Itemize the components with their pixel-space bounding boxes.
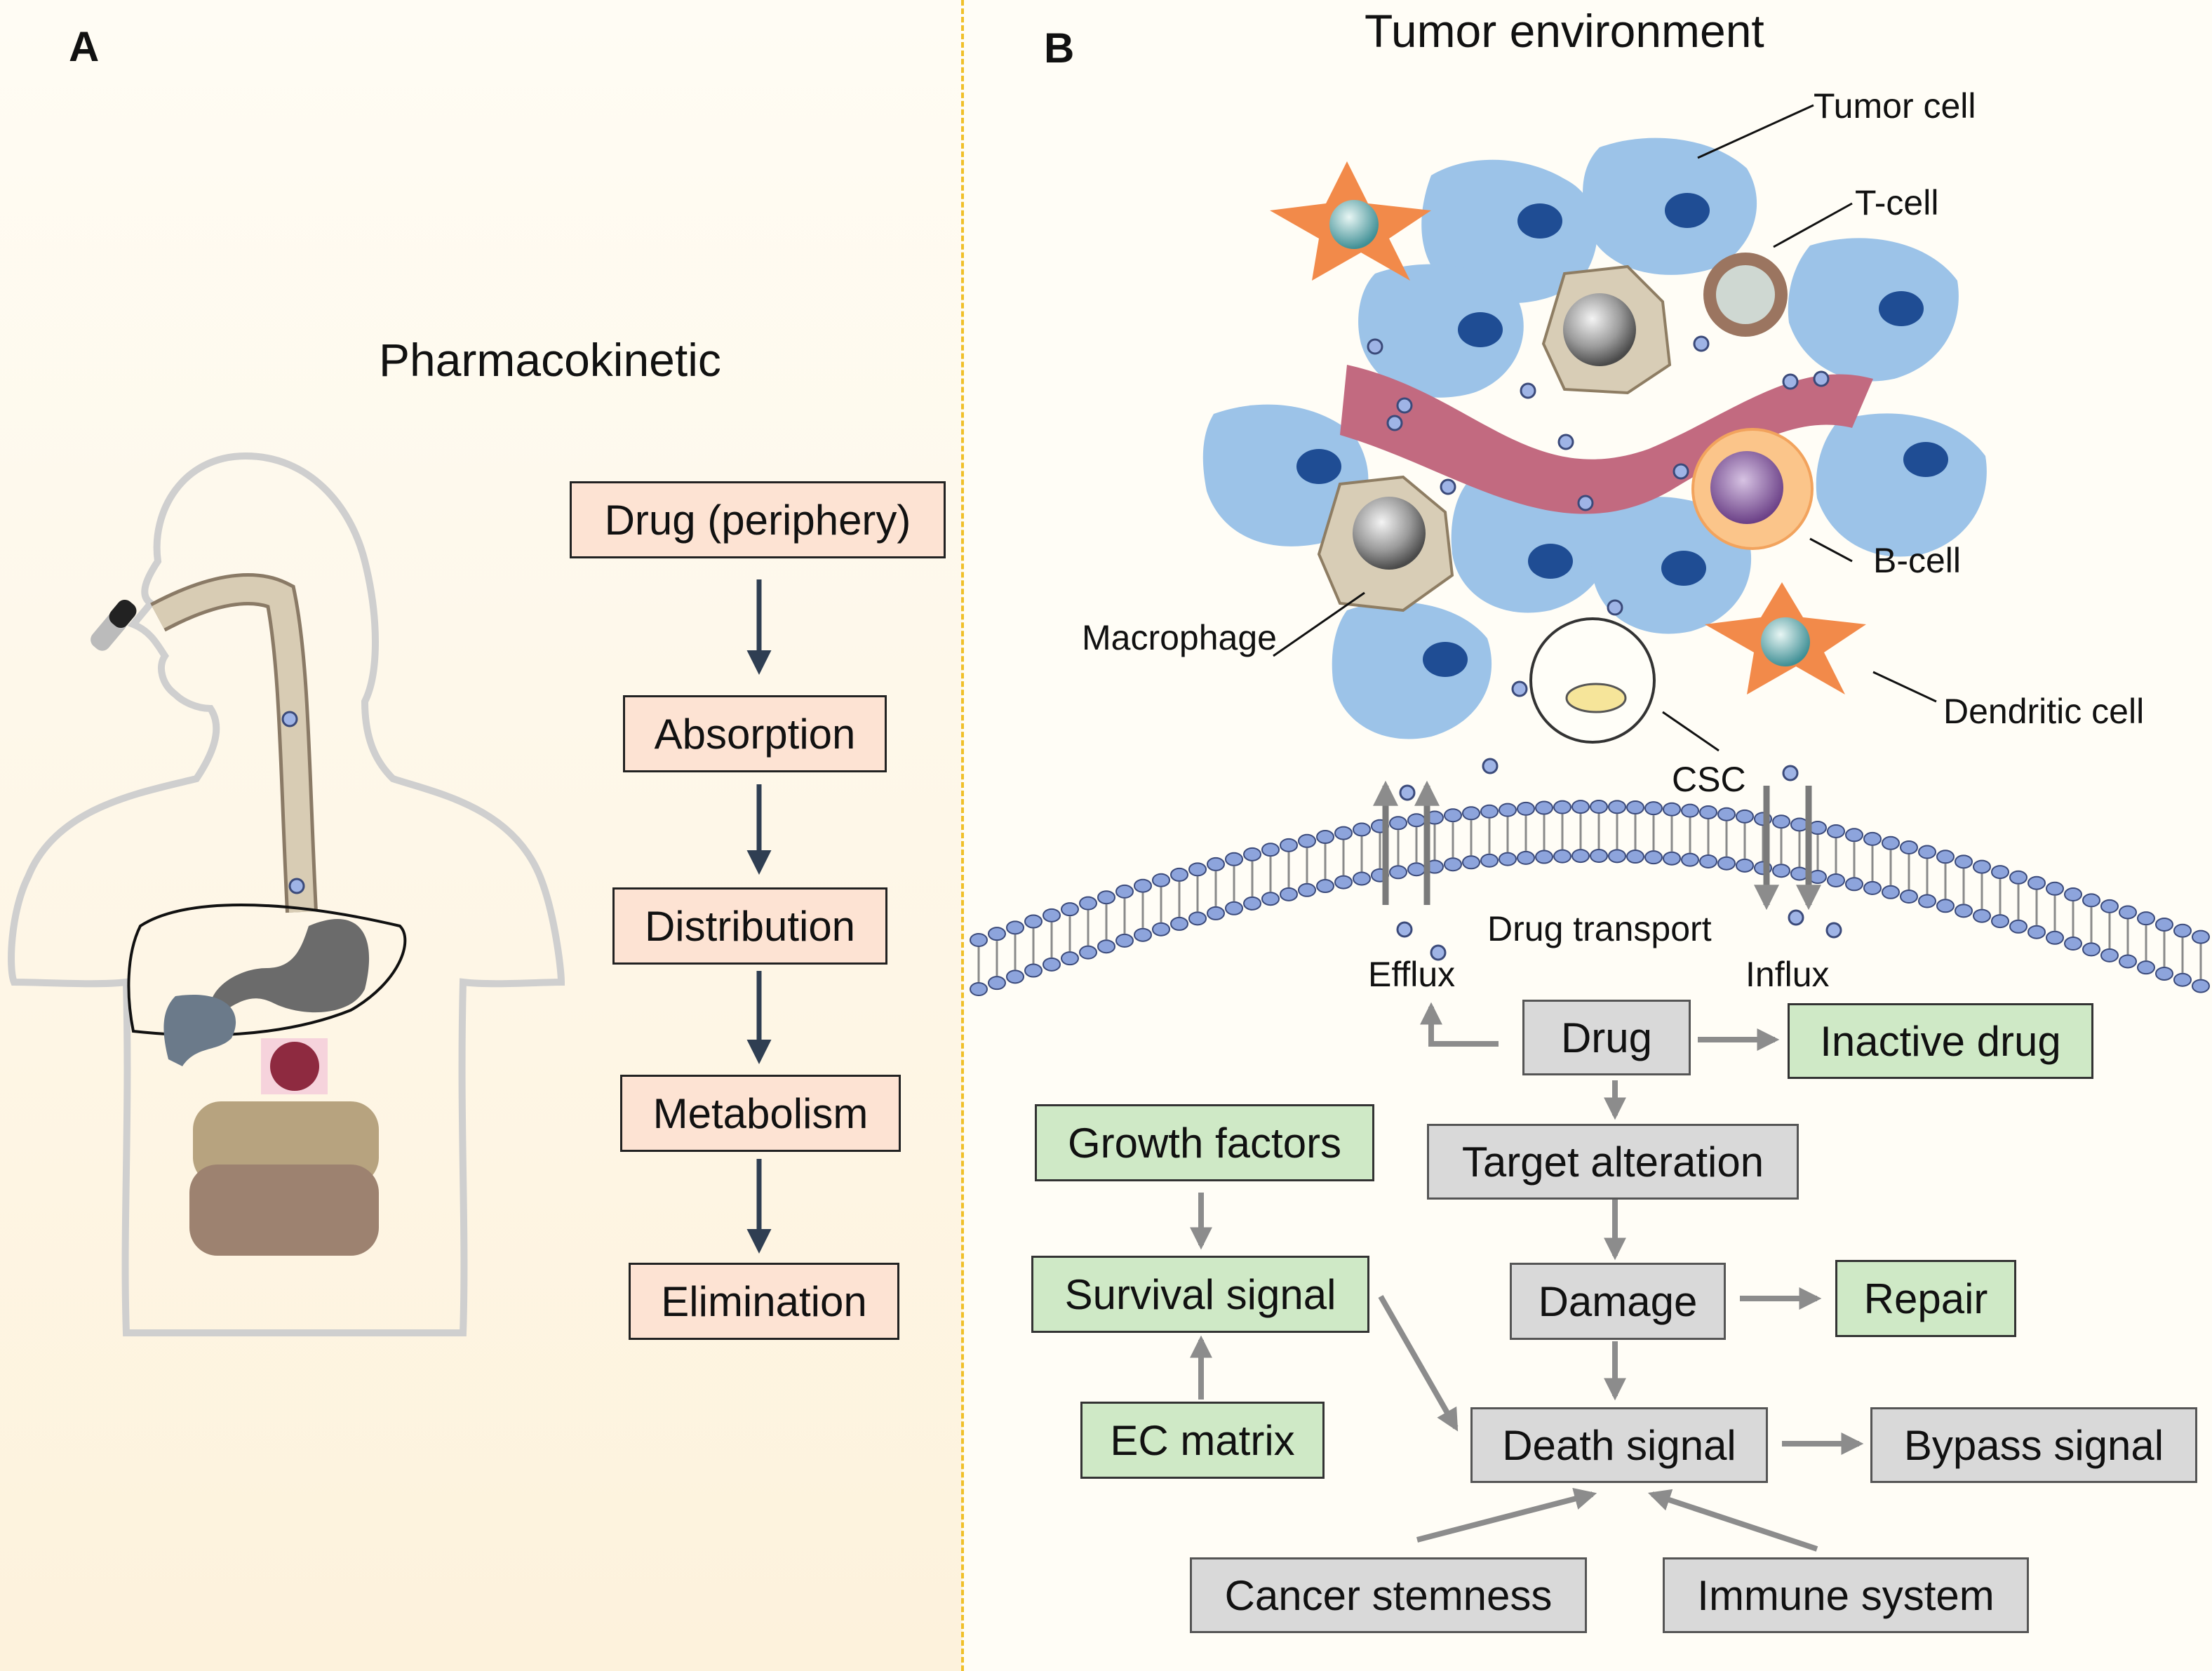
box-immune-system: Immune system: [1663, 1557, 2029, 1633]
box-cancer-stemness: Cancer stemness: [1190, 1557, 1587, 1633]
pk-step-absorption: Absorption: [623, 695, 887, 772]
pk-step-elimination: Elimination: [629, 1263, 899, 1340]
box-growth-factors: Growth factors: [1035, 1104, 1374, 1181]
transport-arrows: [1373, 780, 1821, 911]
tumor-cluster-illustration: [1202, 104, 1987, 961]
label-tumor-cell: Tumor cell: [1814, 86, 1976, 126]
panel-divider: [961, 0, 964, 1671]
label-macrophage: Macrophage: [1082, 618, 1277, 657]
box-drug: Drug: [1522, 1000, 1691, 1075]
box-target-alteration: Target alteration: [1427, 1124, 1799, 1200]
label-influx: Influx: [1745, 955, 1830, 994]
pk-step-drug-periphery: Drug (periphery): [570, 481, 946, 558]
panel-b-title: Tumor environment: [1365, 5, 1764, 57]
box-survival-signal: Survival signal: [1031, 1256, 1369, 1333]
label-b-cell: B-cell: [1873, 541, 1962, 580]
panel-a-letter: A: [69, 23, 100, 70]
box-bypass-signal: Bypass signal: [1870, 1407, 2197, 1483]
box-ec-matrix: EC matrix: [1080, 1402, 1325, 1479]
label-efflux: Efflux: [1368, 955, 1456, 994]
panel-a: [0, 0, 963, 1671]
label-t-cell: T-cell: [1855, 183, 1939, 222]
pk-step-distribution: Distribution: [612, 887, 887, 965]
panel-b-letter: B: [1044, 25, 1075, 72]
flow-arrows: [1190, 1002, 1864, 1552]
label-csc: CSC: [1672, 760, 1746, 799]
human-body-illustration: [8, 452, 565, 1336]
box-death-signal: Death signal: [1470, 1407, 1768, 1483]
box-damage: Damage: [1510, 1263, 1726, 1340]
pk-step-metabolism: Metabolism: [620, 1075, 901, 1152]
box-repair: Repair: [1835, 1260, 2016, 1337]
panel-a-title: Pharmacokinetic: [379, 334, 721, 386]
box-inactive-drug: Inactive drug: [1788, 1003, 2093, 1079]
cell-membrane-bilayer: [970, 800, 2210, 996]
label-dendritic-cell: Dendritic cell: [1943, 692, 2145, 731]
label-drug-transport: Drug transport: [1487, 909, 1712, 948]
